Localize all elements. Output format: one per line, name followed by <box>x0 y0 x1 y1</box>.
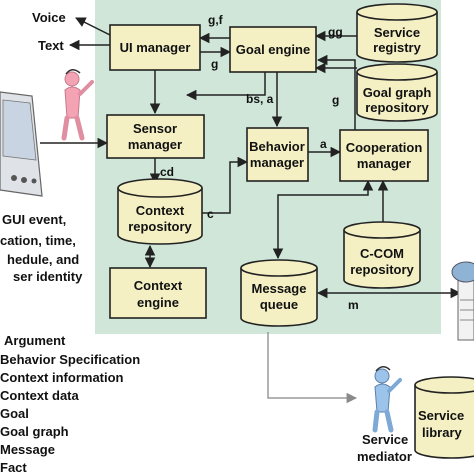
output-text: Text <box>38 38 64 53</box>
ui-manager-label: UI manager <box>120 40 191 55</box>
edge-labels: g,f g gg bs, a g a cd c m <box>160 13 359 312</box>
context-repository-label-2: repository <box>128 219 192 234</box>
cooperation-manager-label-2: manager <box>357 156 411 171</box>
context-engine-label-1: Context <box>134 278 183 293</box>
service-registry-label-2: registry <box>373 40 421 55</box>
legend-item-argument: Argument <box>4 333 66 348</box>
ccom-repository-label-2: repository <box>350 262 414 277</box>
legend-item-fact: Fact <box>0 460 27 474</box>
behavior-manager-label-2: manager <box>250 155 304 170</box>
cooperation-manager-label-1: Cooperation <box>346 140 423 155</box>
message-queue-label-2: queue <box>260 297 298 312</box>
service-registry: Service registry <box>356 3 438 63</box>
goal-engine-label: Goal engine <box>236 42 310 57</box>
message-queue: Message queue <box>240 259 318 327</box>
service-mediator-label-1: Service <box>362 432 408 447</box>
goal-graph-repository-label-2: repository <box>365 100 429 115</box>
behavior-manager: Behavior manager <box>246 127 309 182</box>
service-library: Service library <box>414 376 474 459</box>
cooperation-manager: Cooperation manager <box>339 129 429 182</box>
legend-item-goal-graph: Goal graph <box>0 424 69 439</box>
edge-label-g-coop: g <box>332 93 339 107</box>
edge-label-cd: cd <box>160 165 174 179</box>
sensor-manager: Sensor manager <box>106 114 205 159</box>
context-repository-label-1: Context <box>136 203 185 218</box>
edge-label-m: m <box>348 298 359 312</box>
output-voice: Voice <box>32 10 66 25</box>
edge-label-c: c <box>207 207 214 221</box>
goal-graph-repository-label-1: Goal graph <box>363 85 432 100</box>
user-figure-icon <box>61 69 94 141</box>
input-line-1: GUI event, <box>2 212 66 227</box>
legend-item-goal: Goal <box>0 406 29 421</box>
edge-label-gf: g,f <box>208 13 224 27</box>
computer-icon <box>451 261 474 341</box>
edge-label-gg: gg <box>328 25 343 39</box>
ui-manager: UI manager <box>109 24 201 71</box>
behavior-manager-label-1: Behavior <box>249 139 305 154</box>
service-mediator-figure-icon <box>372 366 402 433</box>
service-library-label-2: library <box>422 425 463 440</box>
ccom-repository-label-1: C-COM <box>360 246 404 261</box>
legend-item-context-information: Context information <box>0 370 124 385</box>
edges <box>40 17 462 404</box>
context-engine-label-2: engine <box>137 295 179 310</box>
edge-label-a: a <box>320 137 327 151</box>
sensor-manager-label-1: Sensor <box>133 121 177 136</box>
input-line-4: ser identity <box>13 269 83 284</box>
service-mediator-label-2: mediator <box>357 449 412 464</box>
legend: Argument Behavior Specification Context … <box>0 333 140 474</box>
goal-graph-repository: Goal graph repository <box>356 63 438 122</box>
edge-label-g-ui: g <box>211 57 218 71</box>
service-library-label-1: Service <box>418 408 464 423</box>
message-queue-label-1: Message <box>252 281 307 296</box>
legend-item-behavior-specification: Behavior Specification <box>0 352 140 367</box>
edge-label-bs-a: bs, a <box>246 92 274 106</box>
goal-engine: Goal engine <box>229 26 317 73</box>
context-engine: Context engine <box>109 267 207 319</box>
pda-device-icon <box>0 91 43 197</box>
input-line-2: cation, time, <box>0 233 76 248</box>
legend-item-message: Message <box>0 442 55 457</box>
context-repository: Context repository <box>117 178 203 245</box>
input-line-3: hedule, and <box>7 252 79 267</box>
service-registry-label-1: Service <box>374 25 420 40</box>
legend-item-context-data: Context data <box>0 388 80 403</box>
sensor-manager-label-2: manager <box>128 137 182 152</box>
ccom-repository: C-COM repository <box>343 221 421 289</box>
